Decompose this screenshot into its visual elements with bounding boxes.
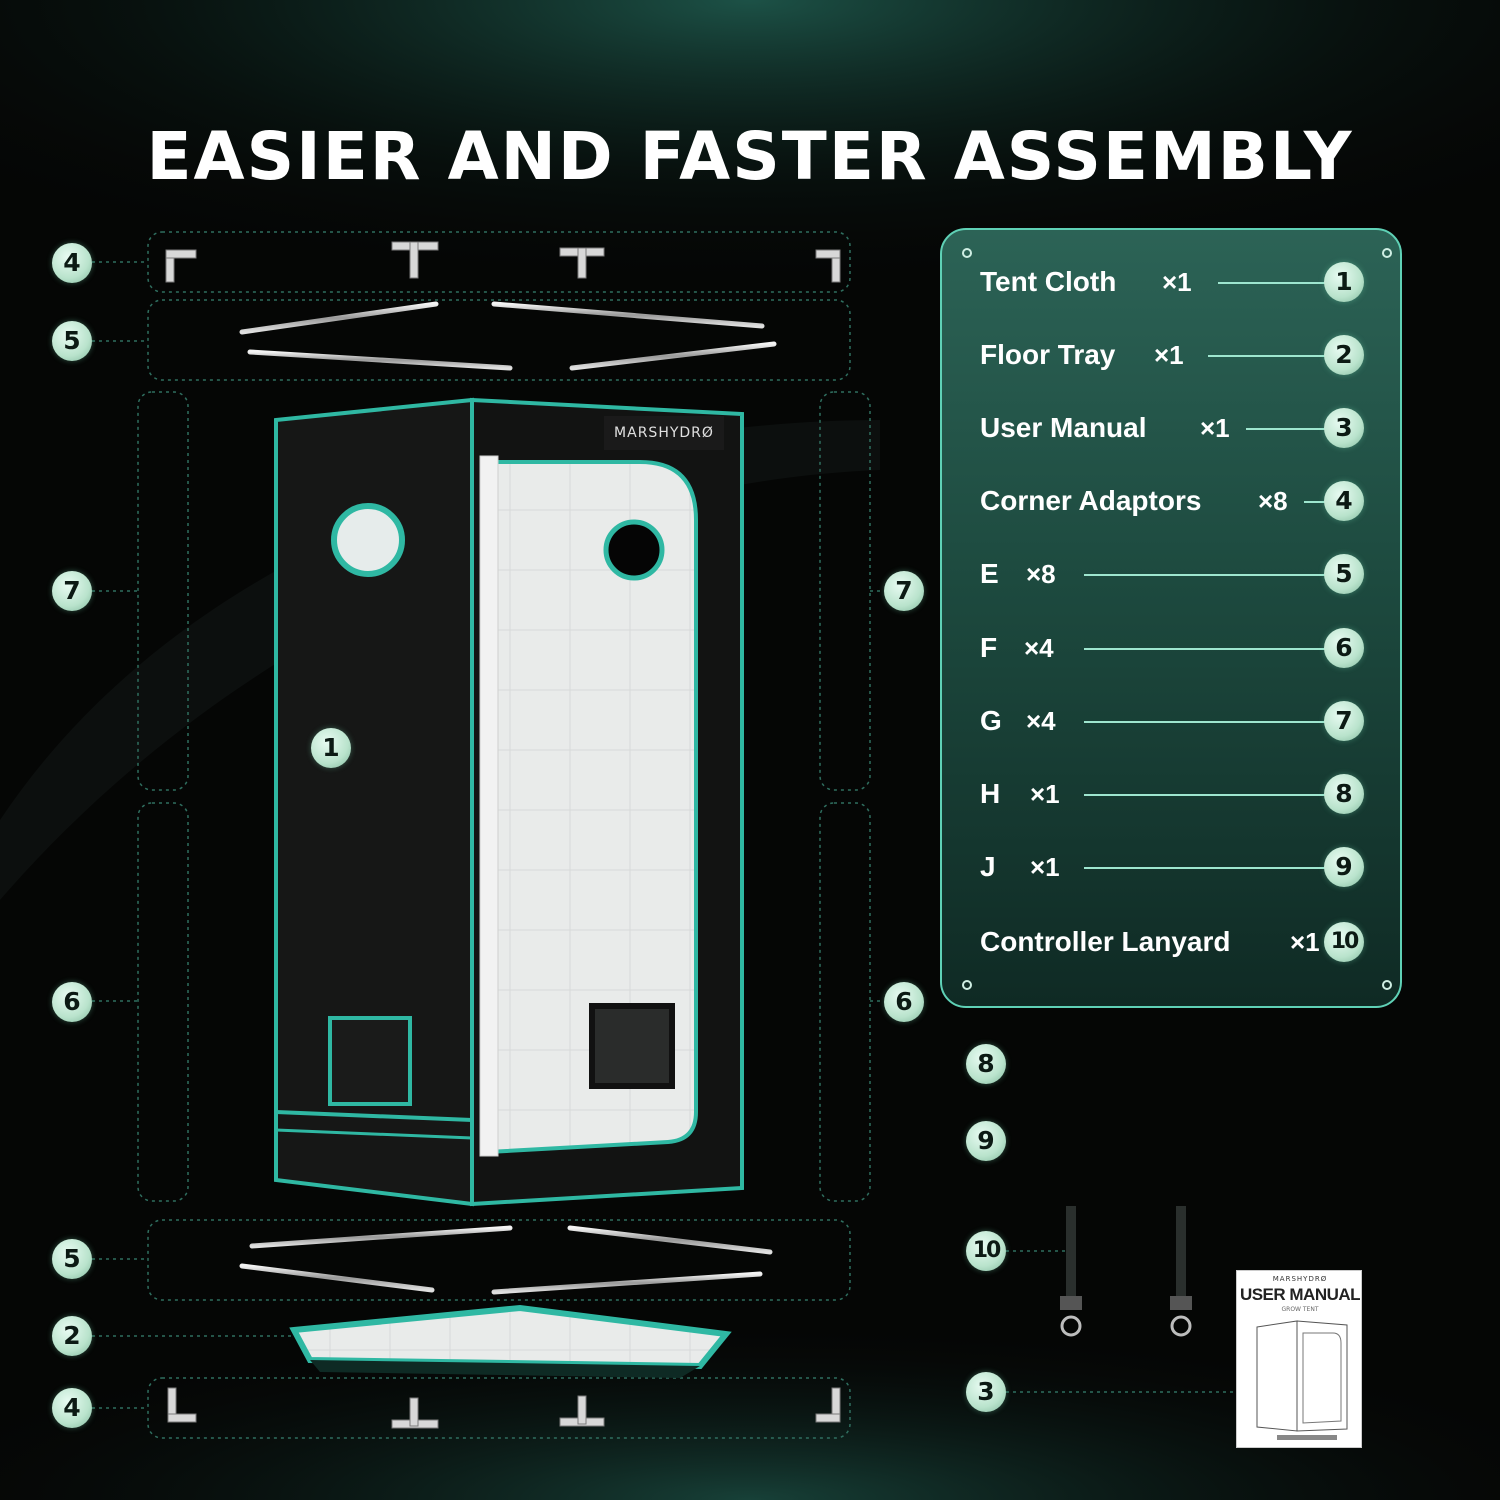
part-number-badge: 9 bbox=[1324, 847, 1364, 887]
part-number-badge: 7 bbox=[1324, 701, 1364, 741]
user-manual-booklet: MARSHYDRØ USER MANUAL GROW TENT bbox=[1236, 1270, 1362, 1448]
leader-line bbox=[1304, 501, 1326, 503]
part-number-badge: 3 bbox=[1324, 408, 1364, 448]
callout-badge: 6 bbox=[884, 982, 924, 1022]
parts-list-item: H ×1 8 bbox=[942, 774, 1402, 814]
leader-line bbox=[1084, 721, 1326, 723]
callout-badge: 3 bbox=[966, 1372, 1006, 1412]
leader-line bbox=[1084, 794, 1326, 796]
parts-list-item: Floor Tray ×1 2 bbox=[942, 335, 1402, 375]
part-name: Controller Lanyard bbox=[980, 926, 1231, 957]
leader-line bbox=[1218, 282, 1326, 284]
part-number-badge: 10 bbox=[1324, 922, 1364, 962]
part-quantity: ×1 bbox=[1200, 413, 1230, 443]
part-name: F bbox=[980, 632, 998, 663]
callout-badge: 7 bbox=[884, 571, 924, 611]
part-number-badge: 4 bbox=[1324, 481, 1364, 521]
callout-badge: 2 bbox=[52, 1316, 92, 1356]
leader-line bbox=[1208, 355, 1326, 357]
callout-badge: 4 bbox=[52, 1388, 92, 1428]
callout-badge: 10 bbox=[966, 1231, 1006, 1271]
parts-list-item: Controller Lanyard ×1 10 bbox=[942, 922, 1402, 962]
callout-badge: 8 bbox=[966, 1044, 1006, 1084]
part-name: G bbox=[980, 705, 1002, 736]
screw-icon bbox=[962, 980, 972, 990]
screw-icon bbox=[1382, 980, 1392, 990]
part-number-badge: 1 bbox=[1324, 262, 1364, 302]
parts-list-panel: Tent Cloth ×1 1 Floor Tray ×1 2 User Man… bbox=[940, 228, 1402, 1008]
part-quantity: ×1 bbox=[1030, 852, 1060, 882]
part-quantity: ×1 bbox=[1030, 779, 1060, 809]
parts-list-item: Tent Cloth ×1 1 bbox=[942, 262, 1402, 302]
part-quantity: ×4 bbox=[1026, 706, 1056, 736]
part-number-badge: 8 bbox=[1324, 774, 1364, 814]
part-quantity: ×8 bbox=[1026, 559, 1056, 589]
callout-badge: 1 bbox=[311, 728, 351, 768]
page-title: EASIER AND FASTER ASSEMBLY bbox=[146, 118, 1354, 195]
manual-subtitle: GROW TENT bbox=[1281, 1306, 1319, 1313]
part-quantity: ×4 bbox=[1024, 633, 1054, 663]
part-name: Tent Cloth bbox=[980, 266, 1117, 297]
callout-badge: 7 bbox=[52, 571, 92, 611]
part-name: User Manual bbox=[980, 412, 1147, 443]
callout-badge: 4 bbox=[52, 243, 92, 283]
leader-line bbox=[1084, 574, 1326, 576]
part-number-badge: 5 bbox=[1324, 554, 1364, 594]
parts-list-item: Corner Adaptors ×8 4 bbox=[942, 481, 1402, 521]
parts-list-item: F ×4 6 bbox=[942, 628, 1402, 668]
part-quantity: ×1 bbox=[1290, 927, 1320, 957]
leader-line bbox=[1084, 648, 1326, 650]
callout-badge: 6 bbox=[52, 982, 92, 1022]
callout-badge: 5 bbox=[52, 321, 92, 361]
part-quantity: ×1 bbox=[1162, 267, 1192, 297]
screw-icon bbox=[1382, 248, 1392, 258]
leader-line bbox=[1246, 428, 1326, 430]
manual-title: USER MANUAL bbox=[1239, 1285, 1361, 1304]
part-number-badge: 2 bbox=[1324, 335, 1364, 375]
callout-badge: 9 bbox=[966, 1121, 1006, 1161]
callout-badge: 5 bbox=[52, 1239, 92, 1279]
manual-tent-sketch bbox=[1256, 1320, 1348, 1440]
parts-list-item: G ×4 7 bbox=[942, 701, 1402, 741]
leader-line bbox=[1084, 867, 1326, 869]
parts-list-item: E ×8 5 bbox=[942, 554, 1402, 594]
tent-brand-label: MARSHYDRØ bbox=[604, 416, 724, 450]
part-number-badge: 6 bbox=[1324, 628, 1364, 668]
parts-list-item: J ×1 9 bbox=[942, 847, 1402, 887]
part-name: E bbox=[980, 558, 999, 589]
part-quantity: ×1 bbox=[1154, 340, 1184, 370]
manual-brand: MARSHYDRØ bbox=[1272, 1275, 1328, 1283]
part-name: Floor Tray bbox=[980, 339, 1116, 370]
part-name: Corner Adaptors bbox=[980, 485, 1202, 516]
part-name: J bbox=[980, 851, 996, 882]
parts-list-item: User Manual ×1 3 bbox=[942, 408, 1402, 448]
part-name: H bbox=[980, 778, 1001, 809]
part-quantity: ×8 bbox=[1258, 486, 1288, 516]
screw-icon bbox=[962, 248, 972, 258]
